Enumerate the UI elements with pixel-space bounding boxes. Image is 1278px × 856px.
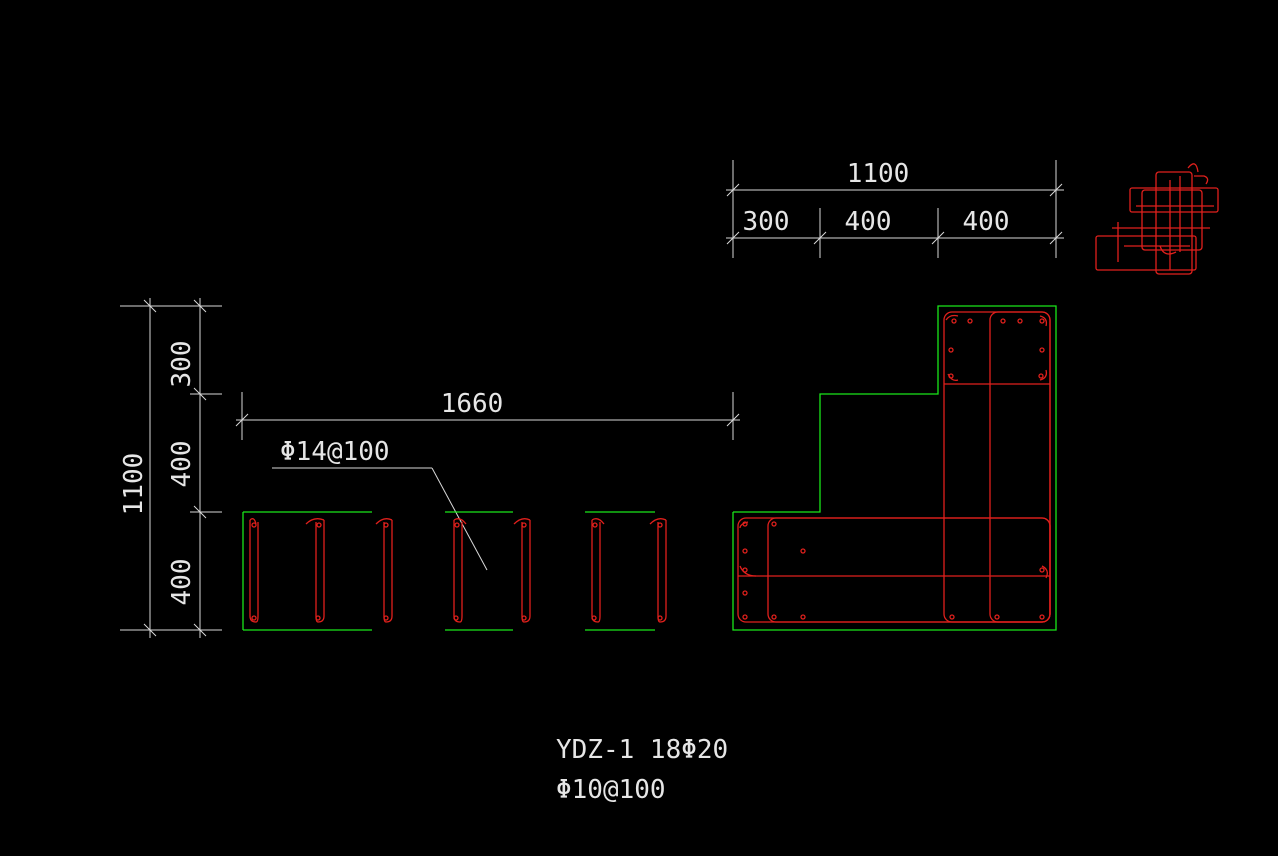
dim-top-c: 400 [963, 207, 1010, 237]
middle-dimension-group: 1660 [235, 389, 740, 440]
dim-top-total: 1100 [847, 159, 910, 189]
column-rebar [737, 311, 1051, 623]
dim-top-a: 300 [743, 207, 790, 237]
dim-left-c: 400 [167, 559, 197, 606]
wall-tie-6 [591, 518, 605, 623]
wall-tie-5 [513, 518, 531, 623]
dim-left-a: 300 [167, 341, 197, 388]
wall-tie-2 [305, 518, 325, 623]
wall-section-left [242, 511, 655, 631]
rebar-dots [742, 318, 1045, 620]
left-dimension-group: 1100 300 400 400 [119, 298, 222, 638]
stirrup-note-label: Φ14@100 [280, 437, 390, 467]
stirrup-note-group: Φ14@100 [272, 437, 488, 571]
dim-left-b: 400 [167, 441, 197, 488]
wall-tie-3 [375, 518, 393, 623]
column-title: YDZ-1 18Φ20 [556, 735, 728, 765]
top-dimension-group: 1100 300 400 400 [726, 159, 1064, 258]
rebar-detail [1095, 163, 1219, 275]
dim-left-total: 1100 [119, 453, 149, 516]
dim-middle: 1660 [441, 389, 504, 419]
column-annotation: YDZ-1 18Φ20 Φ10@100 [556, 735, 728, 805]
column-outline [732, 305, 1057, 631]
column-stirrup: Φ10@100 [556, 775, 666, 805]
wall-tie-1 [249, 518, 259, 623]
wall-tie-4 [453, 518, 467, 623]
wall-tie-7 [649, 518, 667, 623]
dim-top-b: 400 [845, 207, 892, 237]
